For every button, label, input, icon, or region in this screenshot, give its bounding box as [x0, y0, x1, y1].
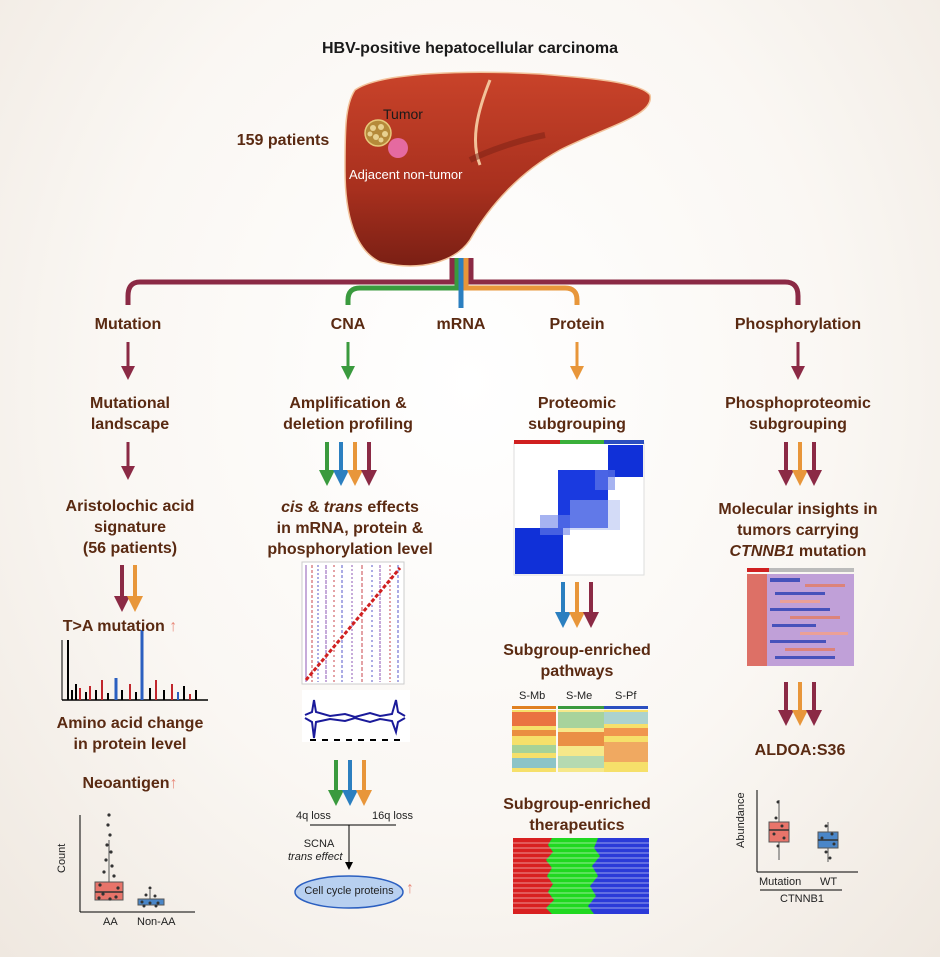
branch-connectors: [125, 258, 801, 308]
branch-phosphorylation: Phosphorylation: [734, 316, 862, 333]
aldoa-x-wt: WT: [820, 876, 838, 888]
aldoa-label: ALDOA:S36: [754, 742, 846, 759]
patients-count: 159 patients: [236, 132, 330, 149]
pathway-heatmap: [512, 706, 648, 772]
neo-ylabel: Count: [56, 843, 68, 873]
label-smb: S-Mb: [519, 690, 546, 702]
phospho-arrows: [778, 342, 822, 726]
amplification-deletion: Amplification &deletion profiling: [283, 395, 413, 433]
label-sme: S-Me: [566, 690, 593, 702]
branch-protein: Protein: [549, 316, 605, 333]
loss-4q: 4q loss: [296, 810, 331, 822]
branch-cna: CNA: [330, 316, 366, 333]
ta-mutation-label: T>A mutation ↑: [62, 618, 178, 635]
phospho-heatmap: [747, 568, 854, 666]
neo-x-nonaa: Non-AA: [137, 916, 176, 928]
adjacent-tissue-icon: [388, 138, 408, 158]
aldoa-group-label: CTNNB1: [780, 893, 825, 905]
aldoa-x-mutation: Mutation: [759, 876, 802, 888]
neo-x-aa: AA: [103, 916, 118, 928]
branch-mrna: mRNA: [436, 316, 486, 333]
aldoa-boxplot: [756, 790, 858, 891]
up-arrow-icon: ↑: [169, 618, 178, 635]
cna-trans-network: [294, 824, 404, 909]
mutation-arrows: [114, 342, 143, 612]
adjacent-label: Adjacent non-tumor: [349, 167, 463, 182]
cell-cycle-label: Cell cycle proteins: [304, 885, 394, 897]
therapeutics-bars: [513, 838, 649, 914]
aldoa-ylabel: Abundance: [735, 792, 747, 848]
cna-correlation-heatmap: [301, 561, 410, 742]
branch-mutation: Mutation: [94, 316, 162, 333]
ta-mutation-spectrum: [61, 630, 208, 701]
up-arrow-icon: ↑: [169, 775, 178, 792]
liver-illustration: [344, 71, 651, 267]
scna-label: SCNA: [303, 838, 335, 850]
page-title: HBV-positive hepatocellular carcinoma: [321, 40, 619, 57]
up-arrow-icon: ↑: [406, 880, 414, 897]
trans-effect-label: trans effect: [288, 851, 343, 863]
cell-cycle-node: [294, 875, 404, 909]
neoantigen-boxplot: [79, 813, 195, 913]
label-spf: S-Pf: [615, 690, 637, 702]
cna-arrows: [319, 342, 377, 806]
tumor-label: Tumor: [383, 106, 423, 122]
protein-arrows: [555, 342, 599, 628]
loss-16q: 16q loss: [372, 810, 413, 822]
neoantigen-label: Neoantigen↑: [82, 775, 178, 792]
proteomic-consensus-matrix: [513, 440, 645, 576]
cis-trans-effects: cis & trans effects in mRNA, protein & p…: [267, 499, 433, 558]
